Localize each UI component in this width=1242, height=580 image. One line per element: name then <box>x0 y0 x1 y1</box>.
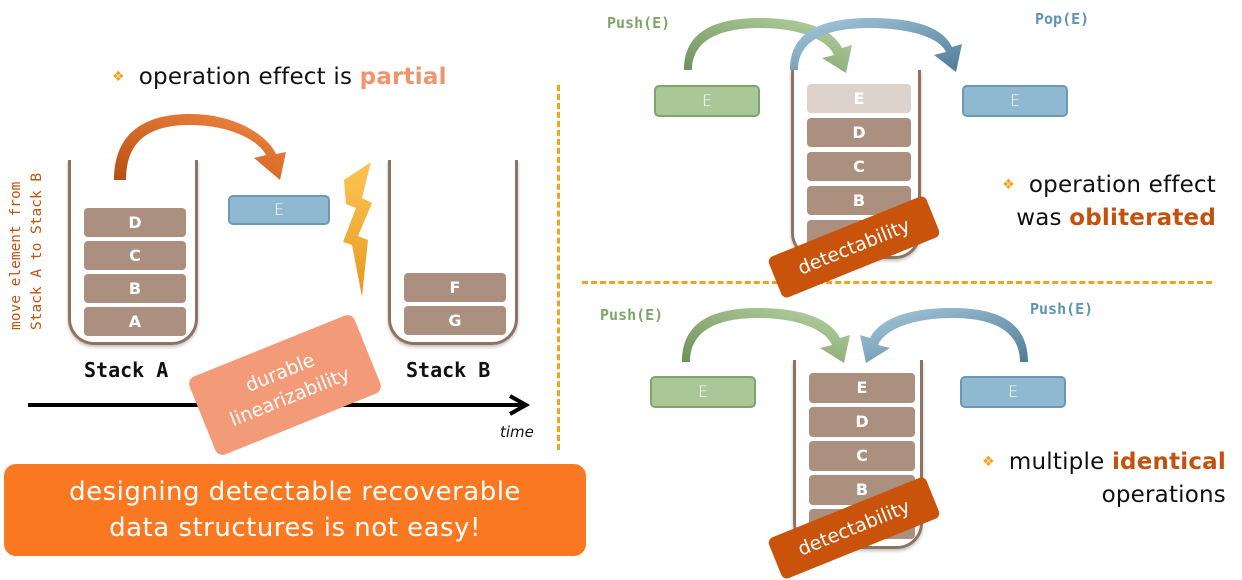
stack-b-label: Stack B <box>406 358 491 382</box>
diamond-bullet-icon: ❖ <box>112 69 125 85</box>
top-stack-element-faded: E <box>807 84 911 113</box>
push-right-arrow-shape <box>860 308 1028 363</box>
stack-a-container <box>68 160 198 345</box>
diamond-bullet-icon: ❖ <box>1002 177 1015 193</box>
top-stack-element: D <box>807 118 911 147</box>
bottom-stack-element: E <box>809 373 915 403</box>
bullet-line-1: operation effect <box>1028 172 1216 198</box>
bullet-line-2-prefix: was <box>1016 205 1070 231</box>
stack-b-element: F <box>404 273 506 302</box>
banner-line-1: designing detectable recoverable <box>69 477 521 507</box>
conclusion-banner: designing detectable recoverable data st… <box>4 464 586 556</box>
bullet-line-1-prefix: multiple <box>1008 449 1112 475</box>
stack-a-element: D <box>84 208 186 237</box>
left-element-box: E <box>650 376 756 408</box>
push-label-right: Push(E) <box>1030 300 1094 318</box>
time-axis-head <box>509 394 531 416</box>
bottom-stack-element: D <box>809 407 915 437</box>
push-element-box: E <box>654 85 760 117</box>
time-label: time <box>500 423 534 441</box>
stack-b-container <box>388 160 518 345</box>
diamond-bullet-icon: ❖ <box>982 454 995 470</box>
vertical-divider <box>557 85 560 450</box>
highlight-partial: partial <box>359 64 447 90</box>
bullet-line-2: operations <box>1101 482 1226 508</box>
stack-a-element: B <box>84 274 186 303</box>
pop-label: Pop(E) <box>1035 10 1090 28</box>
stack-a-element: A <box>84 307 186 336</box>
bullet-obliterated: ❖ operation effect was obliterated <box>968 170 1216 233</box>
push-label: Push(E) <box>607 14 671 32</box>
pop-element-box: E <box>962 85 1068 117</box>
stack-a-element: C <box>84 241 186 270</box>
horizontal-divider <box>582 281 1212 284</box>
highlight-obliterated: obliterated <box>1069 205 1216 231</box>
highlight-identical: identical <box>1111 449 1226 475</box>
banner-line-2: data structures is not easy! <box>109 513 481 543</box>
stack-b-element: G <box>404 306 506 335</box>
bullet-partial: ❖ operation effect is partial <box>112 64 447 90</box>
bottom-stack-element: C <box>809 441 915 471</box>
stack-a-label: Stack A <box>84 358 169 382</box>
lightning-shape <box>343 162 372 297</box>
push-left-arrow-shape <box>682 308 850 363</box>
pop-arrow-shape <box>790 18 962 72</box>
top-stack-element: C <box>807 152 911 181</box>
move-arrow-shape <box>114 114 286 180</box>
push-label-left: Push(E) <box>600 306 664 324</box>
moving-element-e: E <box>228 195 330 225</box>
bullet-text: operation effect is <box>138 64 360 90</box>
bullet-identical: ❖ multiple identical operations <box>960 447 1226 510</box>
right-element-box: E <box>960 376 1066 408</box>
